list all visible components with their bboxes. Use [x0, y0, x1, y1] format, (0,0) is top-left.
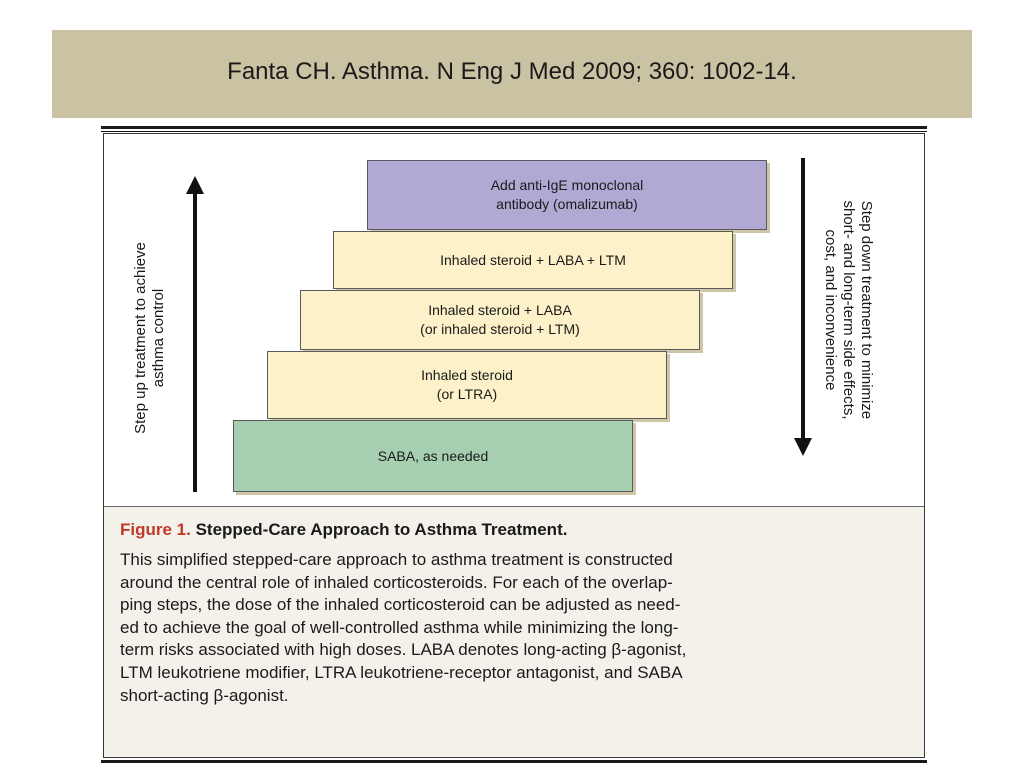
step-up-arrow-shaft [193, 190, 197, 492]
caption-title: Figure 1. Stepped-Care Approach to Asthm… [120, 520, 567, 540]
step-up-label: Step up treatment to achieve asthma cont… [132, 242, 167, 434]
step-3-steroid-laba: Inhaled steroid + LABA (or inhaled stero… [300, 290, 700, 350]
bottom-rule [101, 760, 927, 763]
caption-title-text: Stepped-Care Approach to Asthma Treatmen… [195, 520, 568, 539]
step-1-saba: SABA, as needed [233, 420, 633, 492]
step-5-anti-ige: Add anti-IgE monoclonal antibody (omaliz… [367, 160, 767, 230]
figure-caption: Figure 1. Stepped-Care Approach to Asthm… [104, 506, 924, 757]
top-rule [101, 126, 927, 132]
citation-banner: Fanta CH. Asthma. N Eng J Med 2009; 360:… [52, 30, 972, 118]
step-down-arrow-shaft [801, 158, 805, 440]
step-down-label: Step down treatment to minimize short- a… [822, 200, 875, 420]
arrow-up-icon [186, 176, 204, 194]
arrow-down-icon [794, 438, 812, 456]
citation-text: Fanta CH. Asthma. N Eng J Med 2009; 360:… [227, 58, 797, 85]
step-2-inhaled-steroid: Inhaled steroid (or LTRA) [267, 351, 667, 419]
caption-body: This simplified stepped-care approach to… [120, 550, 687, 705]
figure-number: Figure 1. [120, 520, 191, 539]
step-4-steroid-laba-ltm: Inhaled steroid + LABA + LTM [333, 231, 733, 289]
